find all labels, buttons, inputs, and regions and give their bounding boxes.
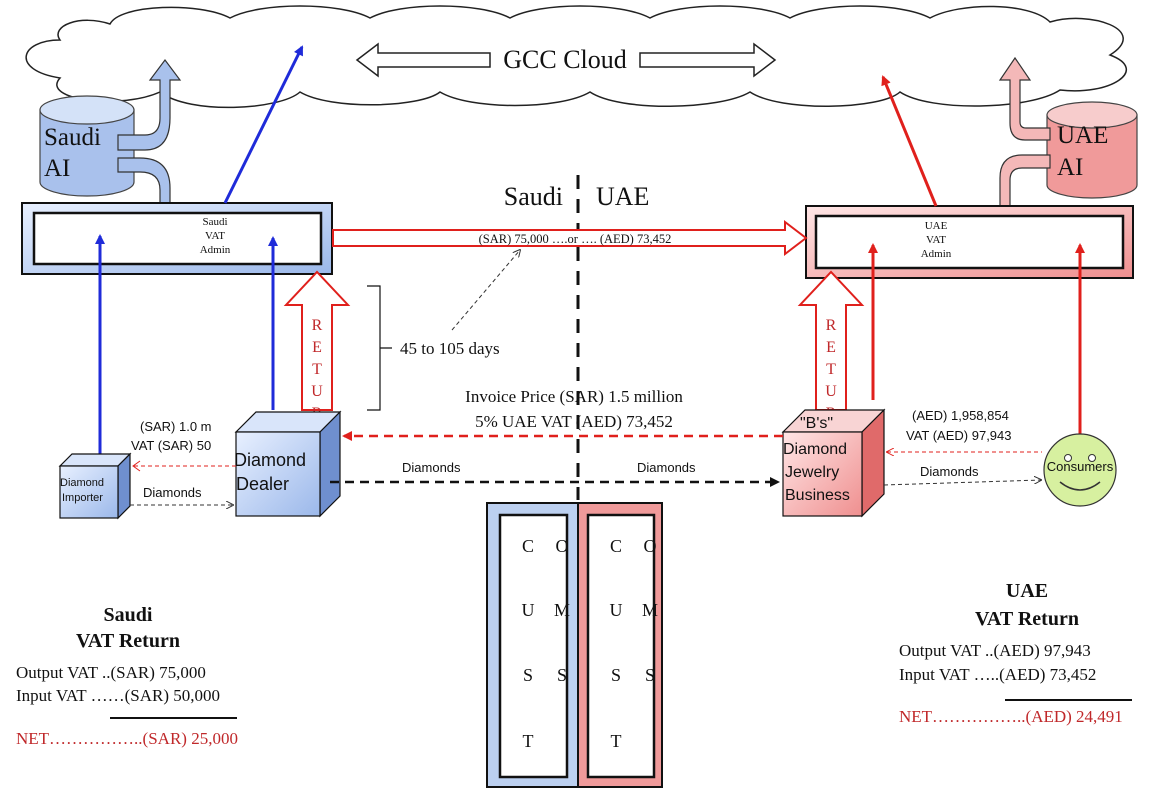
cloud-exchange-arrow [355, 42, 777, 78]
saudi-admin-line1: Saudi [202, 216, 227, 228]
uae-return-letter: U [825, 383, 837, 400]
saudi-output-vat: Output VAT ..(SAR) 75,000 [16, 663, 206, 682]
customs-letter: S [645, 665, 655, 685]
timing-bracket [367, 285, 392, 411]
timing-pointer [451, 250, 520, 331]
timing-label: 45 to 105 days [400, 339, 500, 358]
customs-letter: O [644, 536, 657, 556]
customs-letter: T [611, 731, 622, 751]
customs-gate-uae [577, 502, 663, 788]
gcc-cloud [25, 5, 1127, 109]
uae-return-title-1: UAE [1006, 580, 1048, 602]
jewelry-label-line3: Jewelry [785, 464, 839, 481]
transfer-label: (SAR) 75,000 ….or …. (AED) 73,452 [479, 232, 672, 246]
saudi-return-letter: E [312, 339, 322, 356]
saudi-admin-to-cloud-arrow [223, 45, 304, 204]
dealer-label-line2: Dealer [236, 474, 289, 494]
uae-admin-line1: UAE [925, 220, 948, 232]
jewelry-to-consumers-goods-arrow [883, 480, 1041, 486]
uae-admin-to-cloud-arrow [881, 75, 938, 207]
saudi-return-letter: T [312, 361, 322, 378]
customs-letter: O [556, 536, 569, 556]
saudi-input-vat: Input VAT ……(SAR) 50,000 [16, 686, 220, 705]
customs-letter: M [642, 600, 658, 620]
border-label-saudi: Saudi [504, 182, 563, 211]
border-label-uae: UAE [596, 182, 649, 211]
dealer-label-line1: Diamond [234, 450, 306, 470]
diamonds-label-importer: Diamonds [143, 485, 202, 500]
saudi-admin-line2: VAT [205, 230, 225, 242]
invoice-price-label: Invoice Price (SAR) 1.5 million [465, 387, 683, 406]
cloud-label: GCC Cloud [503, 45, 627, 74]
uae-ai-label-line1: UAE [1057, 122, 1108, 149]
saudi-vat-admin-box [21, 202, 333, 275]
uae-output-vat: Output VAT ..(AED) 97,943 [899, 641, 1091, 660]
jewelry-business-cube [781, 408, 886, 518]
saudi-return-letter: U [311, 383, 323, 400]
saudi-net-vat: NET……………..(SAR) 25,000 [16, 729, 238, 748]
customs-letter: C [610, 536, 622, 556]
uae-return-letter: T [826, 361, 836, 378]
customs-letter: S [523, 665, 533, 685]
uae-vat-admin-box [805, 205, 1134, 279]
uae-return-arrow [797, 270, 865, 411]
diamonds-label-consumers: Diamonds [920, 464, 979, 479]
importer-label-line1: Diamond [60, 477, 104, 489]
customs-letter: U [522, 600, 535, 620]
saudi-admin-line3: Admin [200, 244, 231, 256]
customs-letter: U [610, 600, 623, 620]
saudi-ai-label-line1: Saudi [44, 124, 101, 151]
uae-input-vat: Input VAT …..(AED) 73,452 [899, 665, 1096, 684]
consumer-payment-amount: (AED) 1,958,854 [912, 408, 1009, 423]
saudi-return-letter: R [312, 317, 323, 334]
diamonds-label-saudi-side: Diamonds [402, 460, 461, 475]
diamond-dealer-cube [234, 410, 342, 518]
jewelry-label-line1: "B's" [800, 415, 833, 432]
importer-payment-vat: VAT (SAR) 50 [131, 438, 211, 453]
saudi-return-title-1: Saudi [104, 604, 153, 626]
uae-return-title-2: VAT Return [975, 608, 1079, 630]
saudi-return-arrow [283, 270, 351, 411]
customs-letter: T [523, 731, 534, 751]
customs-letter: S [611, 665, 621, 685]
uae-admin-line2: VAT [926, 234, 946, 246]
customs-letters-saudi: C U S T O M S [522, 536, 571, 751]
diamonds-label-uae-side: Diamonds [637, 460, 696, 475]
consumers-label: Consumers [1047, 459, 1114, 474]
jewelry-label-line2: Diamond [783, 441, 847, 458]
uae-ai-label-line2: AI [1057, 154, 1083, 181]
saudi-ai-database [39, 95, 135, 197]
customs-letter: C [522, 536, 534, 556]
uae-admin-line3: Admin [921, 248, 952, 260]
uae-net-vat: NET……………..(AED) 24,491 [899, 707, 1123, 726]
customs-letter: S [557, 665, 567, 685]
consumers-smiley [1043, 433, 1117, 507]
jewelry-label-line4: Business [785, 487, 850, 504]
uae-ai-database [1046, 101, 1138, 199]
importer-label-line2: Importer [62, 492, 103, 504]
consumer-payment-vat: VAT (AED) 97,943 [906, 428, 1012, 443]
dealer-to-importer-payment-head [132, 460, 141, 472]
customs-letter: M [554, 600, 570, 620]
customs-gate-saudi [486, 502, 579, 788]
saudi-return-title-2: VAT Return [76, 630, 180, 652]
vat-transfer-arrow [332, 219, 808, 257]
customs-letters-uae: C U S T O M S [610, 536, 659, 751]
invoice-vat-label: 5% UAE VAT (AED) 73,452 [475, 412, 673, 431]
saudi-ai-label-line2: AI [44, 155, 70, 182]
uae-return-letter: E [826, 339, 836, 356]
diamond-importer-cube [58, 452, 132, 520]
uae-return-letter: R [826, 317, 837, 334]
importer-payment-amount: (SAR) 1.0 m [140, 419, 212, 434]
